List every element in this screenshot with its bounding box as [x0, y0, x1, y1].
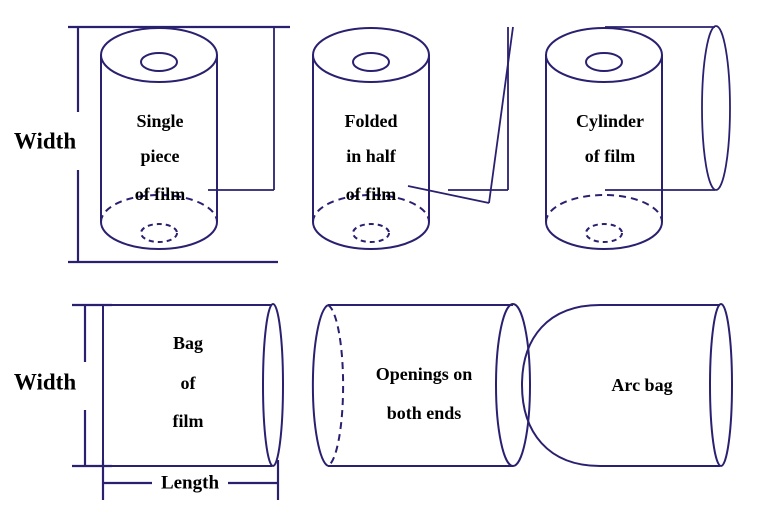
top-width-dimension	[68, 25, 290, 264]
roll3-bottom-back-arc	[545, 194, 663, 223]
openings-both-ends-line-2: both ends	[387, 403, 462, 423]
openings-both-ends-graphic	[311, 303, 531, 467]
bag-of-film-line-2: of	[181, 373, 197, 393]
bag2-right-open-ellipse	[495, 303, 531, 467]
roll2-flap-fold-lower	[407, 185, 490, 204]
bag-of-film-line-1: Bag	[173, 333, 203, 353]
bottom-width-label: Width	[14, 369, 76, 394]
bottom-width-dimension	[72, 303, 112, 468]
folded-in-half-line-1: Folded	[344, 111, 397, 131]
bag-of-film-graphic	[102, 303, 284, 467]
folded-in-half-line-2: in half	[346, 146, 397, 166]
single-piece-line-3: of film	[135, 184, 185, 204]
single-piece-line-2: piece	[141, 146, 180, 166]
bag2-left-open-back-arc	[327, 304, 345, 467]
bag1-right-end-ellipse	[262, 303, 284, 467]
roll1-top-ellipse	[100, 27, 218, 83]
top-width-label: Width	[14, 128, 76, 153]
length-label: Length	[161, 472, 220, 493]
arc-bag-line-1: Arc bag	[611, 375, 672, 395]
roll1-bottom-back-arc	[100, 194, 218, 223]
cylinder-of-film-line-2: of film	[585, 146, 635, 166]
bag3-right-end-ellipse	[709, 303, 733, 467]
roll2-flap-fold-diagonal	[488, 26, 514, 204]
roll3-top-ellipse	[545, 27, 663, 83]
roll2-bottom-back-arc	[312, 194, 430, 223]
roll3-bottom-core-hole	[585, 223, 623, 243]
roll1-bottom-front-arc	[100, 221, 218, 250]
roll2-bottom-core-hole	[352, 223, 390, 243]
single-piece-roll-graphic	[100, 27, 275, 250]
roll2-top-ellipse	[312, 27, 430, 83]
folded-in-half-roll-graphic	[312, 26, 514, 250]
cylinder-of-film-line-1: Cylinder	[576, 111, 644, 131]
roll3-bottom-front-arc	[545, 221, 663, 250]
roll1-top-core-hole	[140, 52, 178, 72]
arc-bag-graphic	[520, 303, 733, 467]
single-piece-line-1: Single	[136, 111, 183, 131]
bag3-arc-end	[520, 304, 601, 467]
folded-in-half-line-3: of film	[346, 184, 396, 204]
roll1-bottom-core-hole	[140, 223, 178, 243]
roll3-top-core-hole	[585, 52, 623, 72]
roll2-top-core-hole	[352, 52, 390, 72]
roll3-tube-end-ellipse	[701, 25, 731, 191]
roll2-bottom-front-arc	[312, 221, 430, 250]
openings-both-ends-line-1: Openings on	[376, 364, 473, 384]
bag-of-film-line-3: film	[173, 411, 204, 431]
cylinder-of-film-roll-graphic	[545, 25, 731, 250]
bag2-left-open-front-arc	[311, 304, 329, 467]
